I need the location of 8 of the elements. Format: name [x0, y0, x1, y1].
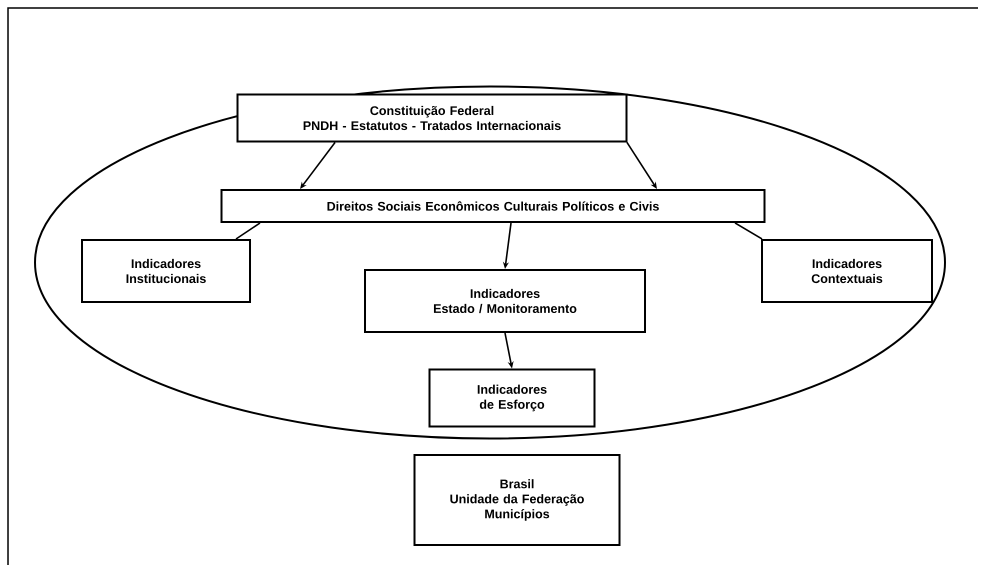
text-box: Indicadores Contextuais [761, 239, 933, 303]
text-box: Brasil Unidade da Federação Municípios [414, 454, 620, 546]
text-box: Direitos Sociais Econômicos Culturais Políticos e Civis [220, 189, 766, 223]
text-box: Indicadores Estado / Monitoramento [364, 269, 646, 333]
text-box: Constituição Federal PNDH - Estatutos - Tratados Internacionais [236, 94, 628, 142]
text-box: Indicadores Institucionais [81, 239, 251, 303]
text-box: Indicadores de Esforço [428, 368, 596, 428]
connector-line [734, 222, 762, 240]
